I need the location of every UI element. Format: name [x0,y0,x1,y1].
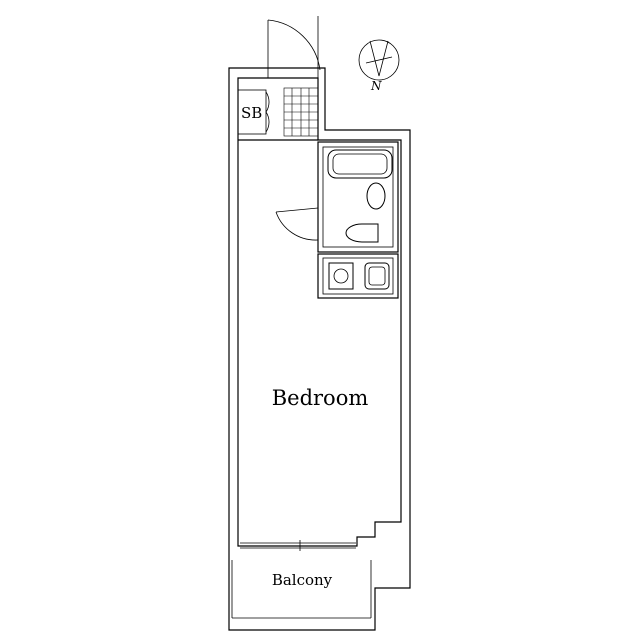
balcony-window [240,540,356,551]
unit-bath [317,141,399,253]
bedroom-label: Bedroom [272,386,369,410]
north-label: N [370,79,382,93]
washbasin [366,182,386,210]
stove [328,262,354,290]
outer-wall [228,67,411,631]
entrance-door [267,16,321,78]
balcony-label: Balcony [272,571,333,589]
compass-icon [358,39,400,81]
storage-box [237,89,270,135]
kitchen [317,253,399,299]
balcony [231,560,372,619]
bath-door [275,207,319,241]
toilet [345,223,379,243]
inner-wall [237,77,402,547]
kitchen-sink [364,262,390,290]
storage-label: SB [241,104,262,122]
entrance-tiles [283,87,319,137]
bathtub [327,149,393,179]
